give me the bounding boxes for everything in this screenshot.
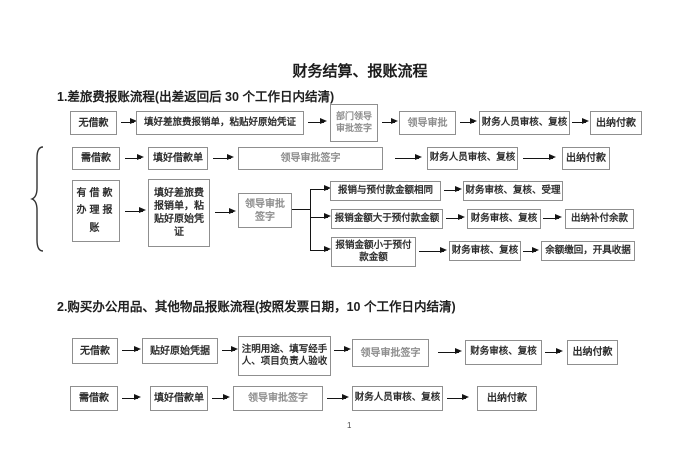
flow-arrow: [212, 394, 230, 401]
flow-arrow: [327, 394, 349, 401]
flow-arrow: [523, 154, 556, 161]
brace-left-icon: [30, 146, 44, 252]
node-finance-review-accept: 财务审核、复核、受理: [463, 181, 563, 201]
node-dept-leader-sign: 部门领导审批签字: [330, 104, 378, 142]
node-has-loan: 有借款办理报账: [72, 180, 120, 242]
flow-arrow: [419, 247, 447, 254]
flow-arrow: [122, 346, 141, 353]
node-cashier-pay: 出纳付款: [590, 111, 642, 135]
node-leader-sign: 领导审批签字: [238, 193, 292, 228]
flow-arrow: [523, 247, 539, 254]
flow-arrow: [446, 214, 465, 221]
node-amount-less: 报销金额小于预付款金额: [331, 237, 416, 267]
flow-arrow: [438, 348, 462, 355]
node-finance-review: 财务审核、复核: [449, 241, 521, 261]
node-finance-review: 财务审核、复核: [467, 209, 541, 229]
flow-arrow: [382, 118, 398, 125]
node-fill-expense-form: 填好差旅费报销单，粘贴好原始凭证: [136, 111, 304, 135]
node-note-purpose: 注明用途、填写经手人、项目负责人验收: [238, 336, 331, 376]
flow-arrow: [310, 246, 331, 253]
node-amount-greater: 报销金额大于预付款金额: [331, 209, 443, 229]
flow-arrow: [545, 348, 563, 355]
flow-arrow: [395, 154, 422, 161]
node-cashier-pay: 出纳付款: [562, 147, 610, 170]
flow-arrow: [444, 186, 462, 193]
flow-arrow: [310, 185, 331, 192]
node-fill-loan-form: 填好借款单: [148, 147, 208, 170]
flow-arrow: [125, 207, 146, 214]
flow-arrow: [125, 154, 144, 161]
page-number: 1: [347, 421, 352, 430]
flow-arrow: [310, 213, 331, 220]
node-leader-approve: 领导审批: [399, 111, 456, 135]
flow-arrow: [215, 208, 236, 215]
connector-line: [310, 189, 311, 251]
flow-arrow: [122, 394, 141, 401]
flow-arrow: [121, 118, 137, 125]
connector-line: [292, 209, 311, 210]
node-fill-loan-form: 填好借款单: [150, 386, 208, 411]
node-finance-review: 财务人员审核、复核: [352, 386, 443, 411]
node-cashier-pay: 出纳付款: [477, 386, 537, 411]
flow-arrow: [572, 118, 589, 125]
page-title: 财务结算、报账流程: [292, 63, 428, 80]
node-leader-sign: 领导审批签字: [238, 147, 383, 170]
node-finance-review: 财务审核、复核: [465, 340, 542, 365]
node-no-loan: 无借款: [70, 111, 117, 135]
node-refund-receipt: 余额缴回，开具收据: [541, 241, 635, 261]
flow-arrow: [334, 346, 351, 353]
node-need-loan: 需借款: [72, 147, 120, 170]
flow-arrow: [460, 118, 477, 125]
flow-arrow: [222, 346, 238, 353]
node-cashier-pay-balance: 出纳补付余款: [565, 209, 634, 229]
flow-arrow: [213, 154, 234, 161]
node-paste-voucher: 贴好原始凭据: [142, 338, 218, 364]
flow-arrow: [543, 214, 562, 221]
section1-heading: 1.差旅费报账流程(出差返回后 30 个工作日内结清): [57, 90, 335, 104]
node-leader-sign: 领导审批签字: [352, 339, 429, 367]
node-finance-review: 财务人员审核、复核: [427, 147, 518, 170]
node-amount-equal: 报销与预付款金额相同: [330, 181, 441, 201]
node-need-loan: 需借款: [70, 386, 118, 411]
section2-heading: 2.购买办公用品、其他物品报账流程(按照发票日期，10 个工作日内结清): [57, 300, 456, 314]
node-finance-review: 财务人员审核、复核: [479, 111, 570, 135]
node-no-loan: 无借款: [72, 338, 118, 364]
flow-arrow: [308, 118, 327, 125]
node-fill-expense-form: 填好差旅费报销单，粘贴好原始凭证: [148, 179, 210, 247]
node-leader-sign: 领导审批签字: [233, 386, 323, 411]
node-cashier-pay: 出纳付款: [567, 340, 618, 365]
flow-arrow: [447, 394, 469, 401]
